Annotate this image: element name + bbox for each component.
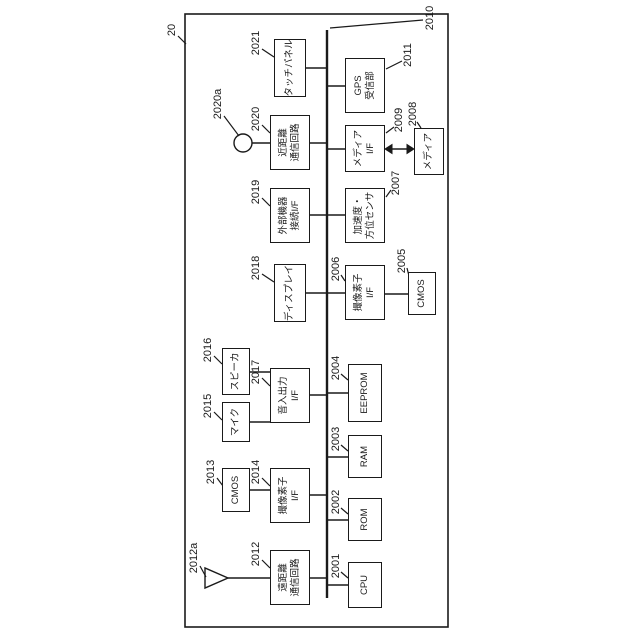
block-cpu: CPU <box>348 562 382 608</box>
block-label: ROM <box>359 508 371 531</box>
ref-display: 2018 <box>250 255 262 281</box>
block-label: 加速度・ <box>353 196 365 235</box>
block-label: 通信回路 <box>290 123 301 162</box>
ref-imaging-if-front: 2014 <box>250 459 262 485</box>
block-label: I/F <box>290 489 301 502</box>
device-outline <box>184 13 449 628</box>
block-audio-io-if: 音入出力 I/F <box>270 368 310 423</box>
block-label: タッチパネル <box>284 39 296 97</box>
block-long-range-comm: 遠距離 通信回路 <box>270 550 310 605</box>
ref-cmos-front: 2013 <box>205 459 217 485</box>
block-gps-receiver: GPS 受信部 <box>345 58 385 113</box>
ref-ext-device-if: 2019 <box>250 179 262 205</box>
long-range-antenna-icon <box>204 566 230 590</box>
block-ext-device-if: 外部機器 接続I/F <box>270 188 310 243</box>
block-media: メディア <box>414 128 444 175</box>
block-label: CPU <box>359 574 371 596</box>
block-label: メディア <box>423 132 435 171</box>
media-transfer-arrow <box>384 143 415 155</box>
ref-speaker: 2016 <box>202 337 214 363</box>
block-ram: RAM <box>348 435 382 478</box>
ref-media-if: 2009 <box>393 107 405 133</box>
ref-touch-panel: 2021 <box>250 30 262 56</box>
block-imaging-if-rear: 撮像素子 I/F <box>345 265 385 320</box>
block-label: 受信部 <box>365 71 376 100</box>
block-label: I/F <box>365 286 376 299</box>
short-range-antenna-icon <box>233 133 253 153</box>
block-label: 通信回路 <box>290 558 301 597</box>
block-label: I/F <box>365 142 376 155</box>
block-label: マイク <box>230 407 242 437</box>
ref-imaging-if-rear: 2006 <box>330 256 342 282</box>
block-label: 撮像素子 <box>278 476 290 515</box>
ref-short-range-comm: 2020 <box>250 106 262 132</box>
block-label: スピーカ <box>230 352 242 391</box>
ref-long-range-antenna: 2012a <box>188 542 200 574</box>
block-label: CMOS <box>230 475 242 505</box>
ref-bus: 2010 <box>424 5 436 31</box>
block-label: GPS <box>353 75 365 96</box>
block-short-range-comm: 近距離 通信回路 <box>270 115 310 170</box>
block-label: メディア <box>353 129 365 168</box>
block-touch-panel: タッチパネル <box>274 39 306 97</box>
ref-ram: 2003 <box>330 426 342 452</box>
block-label: 接続I/F <box>290 200 301 231</box>
block-label: 近距離 <box>278 128 290 157</box>
ref-short-range-antenna: 2020a <box>212 88 224 120</box>
ref-cmos-rear: 2005 <box>396 248 408 274</box>
ref-gps-receiver: 2011 <box>402 43 414 67</box>
block-label: ディスプレイ <box>284 264 296 322</box>
block-eeprom: EEPROM <box>348 364 382 422</box>
ref-accel-azimuth-sensor: 2007 <box>390 170 402 196</box>
block-label: EEPROM <box>359 372 371 414</box>
ref-cpu: 2001 <box>330 553 342 579</box>
ref-rom: 2002 <box>330 489 342 515</box>
block-cmos-rear: CMOS <box>408 272 436 315</box>
block-rom: ROM <box>348 498 382 541</box>
block-label: 音入出力 <box>278 376 290 415</box>
block-mic: マイク <box>222 402 250 442</box>
ref-mic: 2015 <box>202 393 214 419</box>
block-media-if: メディア I/F <box>345 125 385 172</box>
block-display: ディスプレイ <box>274 264 306 322</box>
block-label: RAM <box>359 445 371 468</box>
block-cmos-front: CMOS <box>222 468 250 512</box>
block-accel-azimuth-sensor: 加速度・ 方位センサ <box>345 188 385 243</box>
ref-device: 20 <box>166 23 178 37</box>
block-label: 方位センサ <box>365 191 376 240</box>
block-label: 撮像素子 <box>353 273 365 312</box>
ref-audio-io-if: 2017 <box>250 359 262 385</box>
block-label: CMOS <box>416 279 428 308</box>
ref-long-range-comm: 2012 <box>250 541 262 567</box>
block-label: 外部機器 <box>278 196 290 235</box>
block-label: 遠距離 <box>278 563 290 592</box>
ref-media: 2008 <box>407 101 419 127</box>
block-imaging-if-front: 撮像素子 I/F <box>270 468 310 523</box>
block-label: I/F <box>290 389 301 402</box>
bus-stub-lines <box>228 67 408 586</box>
block-speaker: スピーカ <box>222 348 250 395</box>
ref-eeprom: 2004 <box>330 355 342 381</box>
